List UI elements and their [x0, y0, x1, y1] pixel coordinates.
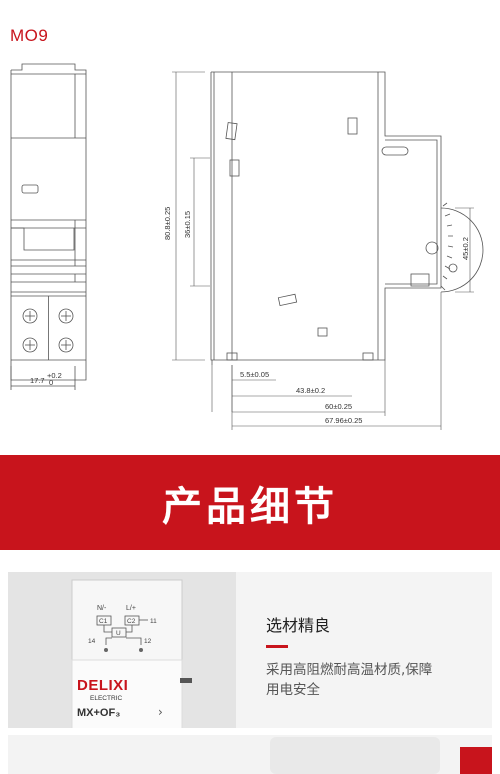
dim-width-left: 17.7: [30, 376, 45, 385]
product-model-label: MX+OF₃: [77, 707, 120, 719]
dim-height-total: 80.8±0.25: [163, 207, 172, 240]
dim-d1: 5.5±0.05: [240, 370, 269, 379]
feature-card-2: [8, 735, 492, 774]
num-11-label: 11: [150, 618, 157, 625]
dim-d2: 43.8±0.2: [296, 386, 325, 395]
terminal-l-label: L/+: [126, 605, 136, 612]
feature-description: 采用高阻燃耐高温材质,保障 用电安全: [266, 660, 476, 700]
terminal-screw-bottom-left: [22, 337, 38, 353]
terminal-screw-bottom-right: [58, 337, 74, 353]
num-12-label: 12: [144, 638, 152, 645]
product-image: N/- L/+ C1 C2 U 11 14 12 DELIXI ELECTRIC…: [8, 572, 236, 728]
side-view: [10, 63, 87, 390]
dim-width-left-tol-bottom: 0: [49, 378, 53, 387]
c1-label: C1: [99, 618, 108, 625]
chevron-right-icon: ›: [158, 705, 163, 719]
technical-drawing: 17.7 +0.2 0: [10, 63, 484, 430]
dim-height-right: 45±0.2: [461, 237, 470, 260]
feature-card: N/- L/+ C1 C2 U 11 14 12 DELIXI ELECTRIC…: [8, 572, 492, 728]
product-illustration: N/- L/+ C1 C2 U 11 14 12 DELIXI ELECTRIC…: [8, 572, 236, 728]
c2-label: C2: [127, 618, 136, 625]
terminal-screw-top-right: [58, 308, 74, 324]
front-view: [210, 71, 484, 365]
num-14-label: 14: [88, 638, 96, 645]
feature-title: 选材精良: [266, 616, 331, 635]
section-banner: 产品细节: [0, 455, 500, 550]
feature-accent-bar: [266, 645, 288, 648]
feature-desc-line1: 采用高阻燃耐高温材质,保障: [266, 662, 433, 678]
product-image-2: [8, 735, 492, 774]
dim-d4: 67.96±0.25: [325, 416, 362, 425]
brand-logo: DELIXI: [77, 677, 128, 694]
terminal-n-label: N/-: [97, 605, 107, 612]
dim-width-left-tol-top: +0.2: [47, 371, 62, 380]
terminal-screw-top-left: [22, 308, 38, 324]
dim-d3: 60±0.25: [325, 402, 352, 411]
dim-height-inner: 36±0.15: [183, 211, 192, 238]
feature-desc-line2: 用电安全: [266, 682, 320, 698]
section-title: 产品细节: [162, 483, 338, 530]
model-code: MO9: [10, 26, 49, 45]
brand-sub: ELECTRIC: [90, 695, 122, 702]
u-label: U: [116, 630, 121, 637]
